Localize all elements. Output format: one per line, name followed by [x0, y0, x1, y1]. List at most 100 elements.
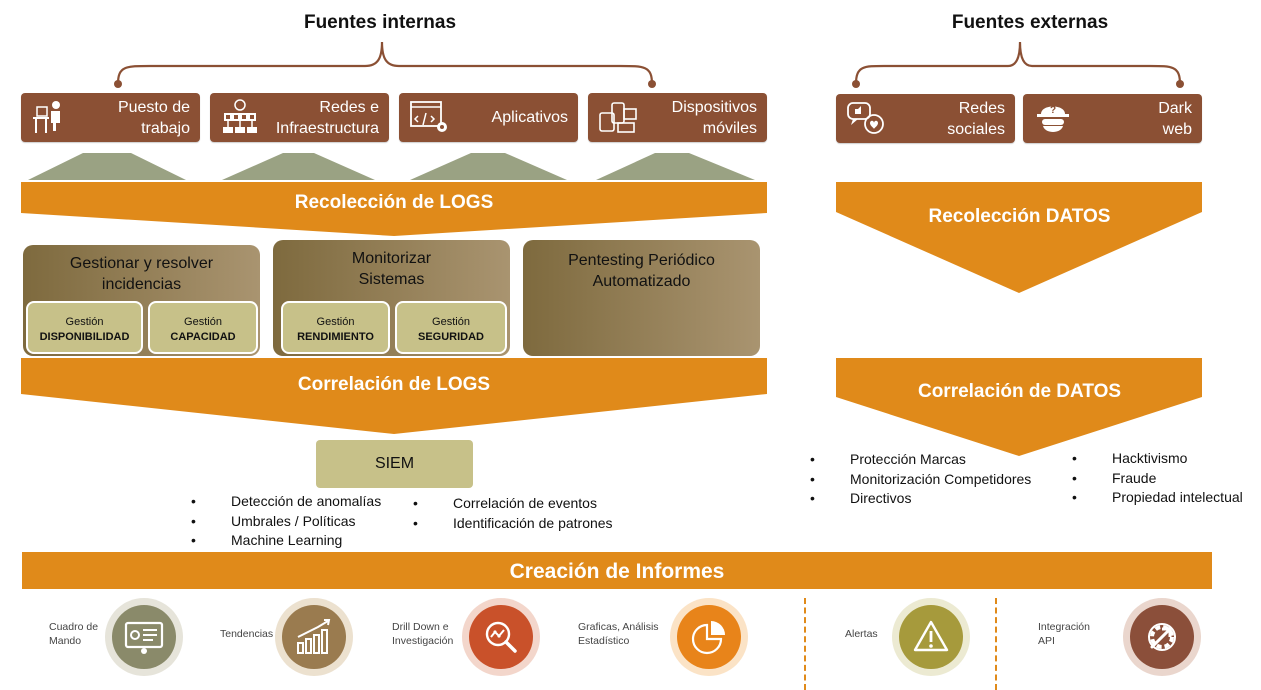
external-sources-brace — [852, 41, 1184, 88]
reports-band — [22, 552, 1212, 589]
sub-label: Gestión — [316, 316, 355, 328]
dashboard-tool-inner — [112, 605, 176, 669]
tool-label-line: Investigación — [392, 635, 454, 647]
sub-value: CAPACIDAD — [170, 331, 236, 343]
siem-bullets-left: Detección de anomalías Umbrales / Políti… — [191, 492, 411, 551]
application-code-icon — [410, 101, 447, 132]
source-puesto-de-trabajo: Puesto de trabajo — [21, 93, 200, 142]
tool-label-line: Cuadro de — [49, 621, 99, 633]
source-dark-web: ? Dark web — [1023, 94, 1202, 143]
trend-chart-icon — [297, 619, 331, 654]
internal-sources-brace — [114, 41, 656, 88]
source-aplicativos: Aplicativos — [399, 93, 578, 142]
source-label: Aplicativos — [491, 109, 568, 126]
list-item: Detección de anomalías — [191, 492, 411, 512]
management-title: Automatizado — [592, 273, 691, 290]
tool-label-line: Mando — [49, 635, 82, 647]
list-item: Identificación de patrones — [413, 514, 653, 534]
logs-collection-band — [21, 182, 767, 236]
sub-value: DISPONIBILIDAD — [39, 331, 130, 343]
management-title: incidencias — [101, 276, 182, 293]
source-label: sociales — [947, 121, 1005, 138]
list-item: Correlación de eventos — [413, 494, 653, 514]
drilldown-tool-inner — [469, 605, 533, 669]
data-correlation-band — [836, 358, 1202, 456]
reports-title: Creación de Informes — [509, 560, 725, 583]
logs-collection-label: Recolección de LOGS — [294, 192, 494, 213]
list-item: Hacktivismo — [1072, 449, 1257, 469]
internal-source-arrows — [28, 153, 755, 180]
tool-label-line: API — [1038, 635, 1055, 647]
network-infrastructure-icon — [223, 99, 257, 133]
mobile-devices-icon — [599, 102, 637, 133]
siem-box: SIEM — [316, 440, 473, 488]
logs-correlation-band — [21, 358, 767, 434]
alert-triangle-icon — [913, 620, 949, 652]
list-item: Directivos — [810, 489, 1070, 509]
sub-label: Gestión — [184, 316, 222, 328]
source-label: Infraestructura — [275, 120, 379, 137]
social-networks-icon — [847, 102, 884, 134]
list-item: Machine Learning — [191, 531, 411, 551]
source-label: Dark — [1158, 100, 1192, 117]
siem-label: SIEM — [374, 455, 415, 472]
source-label: Redes — [958, 100, 1005, 117]
tool-label: Alertas — [845, 627, 878, 641]
external-bullets-left: Protección Marcas Monitorización Competi… — [810, 450, 1070, 509]
management-title: Pentesting Periódico — [568, 252, 715, 269]
data-collection-band — [836, 182, 1202, 293]
source-dispositivos-moviles: Dispositivos móviles — [588, 93, 767, 142]
external-bullets-right: Hacktivismo Fraude Propiedad intelectual — [1072, 449, 1257, 508]
list-item: Protección Marcas — [810, 450, 1070, 470]
siem-bullets-right: Correlación de eventos Identificación de… — [413, 494, 653, 533]
pie-chart-icon — [691, 621, 725, 655]
management-title: Gestionar y resolver — [69, 255, 214, 272]
tool-label: Cuadro de Mando — [49, 620, 98, 648]
sub-capacidad: Gestión CAPACIDAD — [148, 301, 258, 354]
tool-label-line: Alertas — [845, 628, 878, 640]
tool-label-line: Tendencias — [220, 628, 274, 640]
api-gear-icon — [1148, 623, 1176, 651]
sub-label: Gestión — [65, 316, 104, 328]
source-label: Puesto de — [117, 99, 190, 116]
divider — [995, 598, 997, 690]
tool-label-line: Estadístico — [578, 635, 630, 647]
management-title: Sistemas — [358, 271, 425, 288]
data-collection-label: Recolección DATOS — [928, 206, 1111, 227]
sub-disponibilidad: Gestión DISPONIBILIDAD — [26, 301, 143, 354]
svg-text:?: ? — [1050, 105, 1056, 116]
list-item: Umbrales / Políticas — [191, 512, 411, 532]
data-correlation-label: Correlación de DATOS — [917, 381, 1122, 402]
source-redes-sociales: Redes sociales — [836, 94, 1015, 143]
source-label: móviles — [702, 120, 757, 137]
source-redes-infraestructura: Redes e Infraestructura — [210, 93, 389, 142]
tool-label: Drill Down e Investigación — [392, 620, 453, 648]
tool-label-line: Drill Down e — [392, 621, 449, 633]
charts-tool-inner — [677, 605, 741, 669]
list-item: Monitorización Competidores — [810, 470, 1070, 490]
worker-desk-icon — [33, 101, 60, 133]
source-label: trabajo — [141, 120, 190, 137]
source-label: Redes e — [319, 99, 379, 116]
sub-value: SEGURIDAD — [417, 331, 484, 343]
magnify-analysis-icon — [485, 621, 517, 653]
source-label: Dispositivos — [671, 99, 757, 116]
sub-seguridad: Gestión SEGURIDAD — [395, 301, 507, 354]
logs-correlation-label: Correlación de LOGS — [297, 374, 491, 395]
internal-sources-title: Fuentes internas — [303, 12, 457, 33]
list-item: Fraude — [1072, 469, 1257, 489]
spy-hacker-icon: ? — [1037, 105, 1069, 132]
tool-label-line: Integración — [1038, 621, 1090, 633]
management-title: Monitorizar — [351, 250, 432, 267]
sub-value: RENDIMIENTO — [297, 331, 374, 343]
sub-rendimiento: Gestión RENDIMIENTO — [281, 301, 390, 354]
tool-label: Tendencias — [220, 627, 273, 641]
tool-label-line: Graficas, Análisis — [578, 621, 659, 633]
source-label: web — [1162, 121, 1192, 138]
list-item: Propiedad intelectual — [1072, 488, 1257, 508]
sub-label: Gestión — [432, 316, 470, 328]
